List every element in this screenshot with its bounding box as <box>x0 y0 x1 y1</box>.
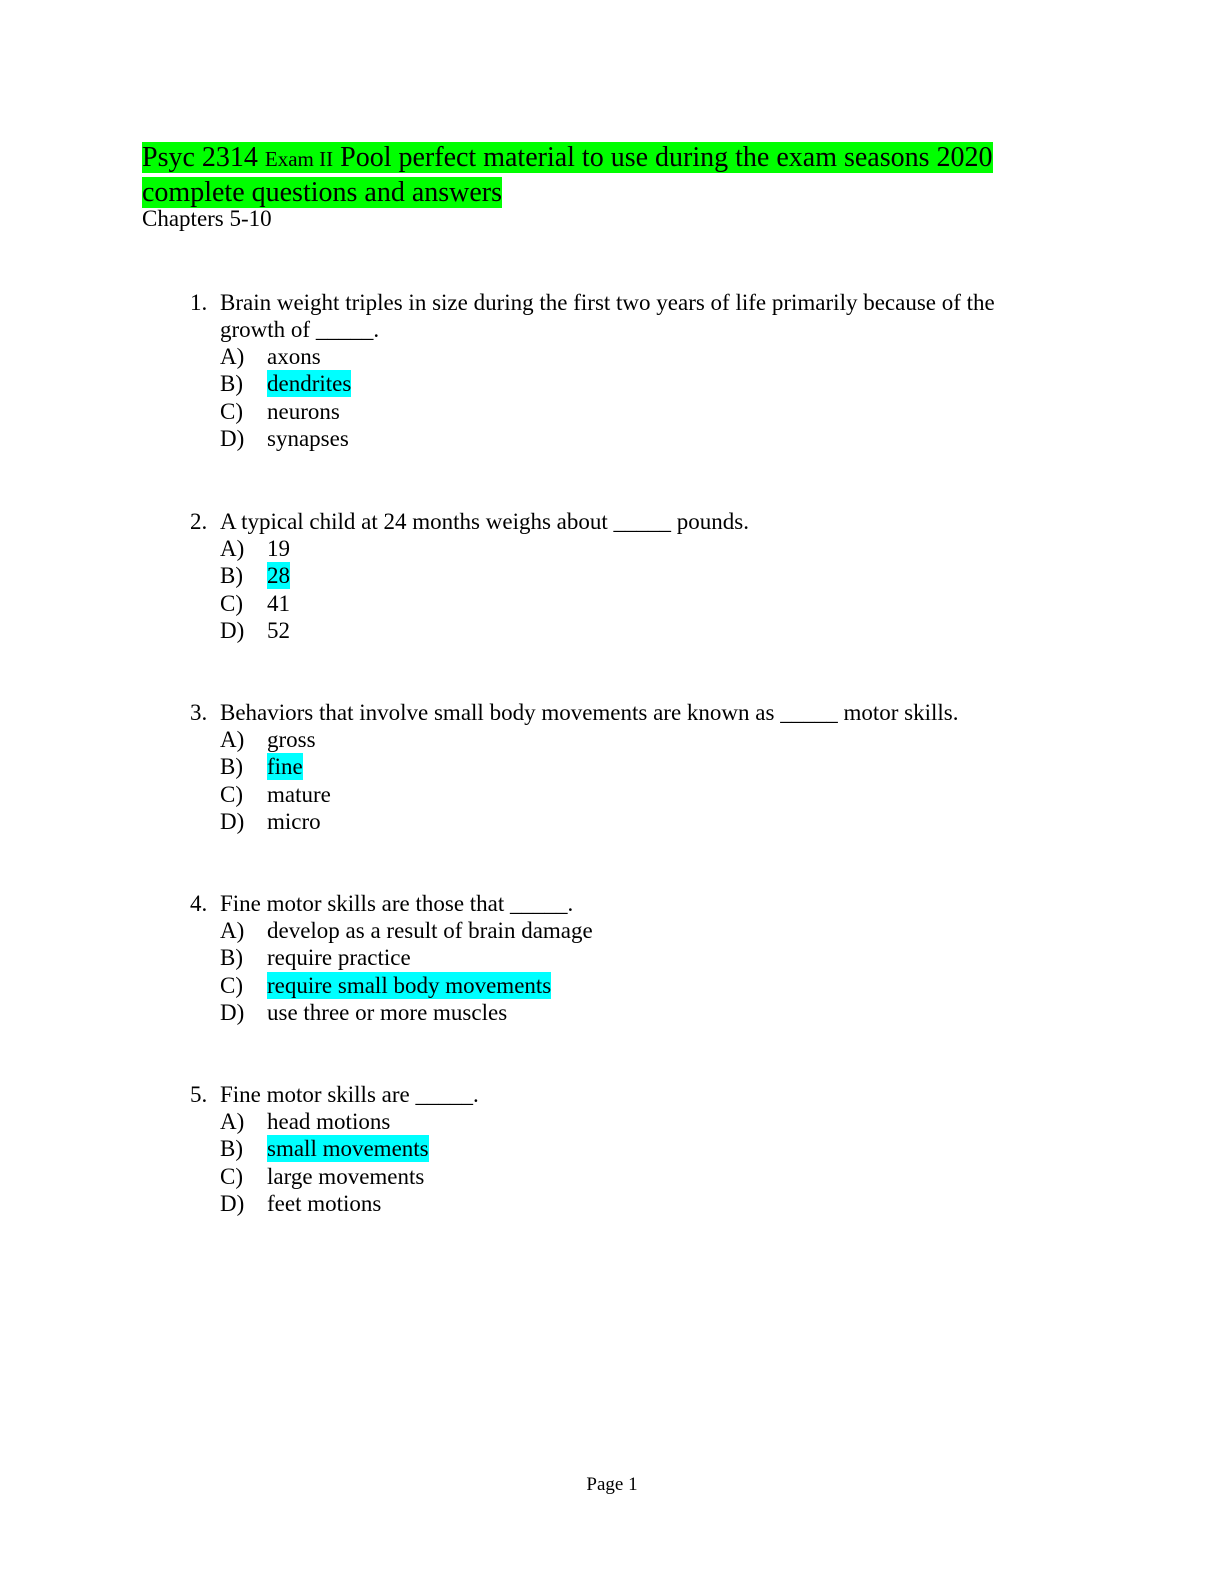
option-letter: A) <box>220 536 245 561</box>
option-letter: D) <box>220 425 245 451</box>
option-a: A) 19 <box>220 535 1030 562</box>
question-stem-line-1: A typical child at 24 months weighs abou… <box>220 509 749 534</box>
option-letter: A) <box>220 1109 245 1134</box>
option-b: B) fine <box>220 753 1030 781</box>
option-letter: C) <box>220 1163 243 1189</box>
option-a: A) axons <box>220 343 1030 370</box>
options-list: A) gross B) fine C) mature D) micro <box>190 726 1030 835</box>
chapters-subtitle: Chapters 5-10 <box>142 206 272 231</box>
option-b: B) 28 <box>220 562 1030 590</box>
page-footer: Page 1 <box>586 1474 638 1495</box>
correct-answer-highlight: small movements <box>267 1135 429 1163</box>
option-c: C) neurons <box>220 398 1030 425</box>
option-c: C) 41 <box>220 590 1030 617</box>
question-number: 2. <box>190 509 208 534</box>
option-text: 41 <box>267 590 290 616</box>
option-letter: D) <box>220 617 245 643</box>
question-3: 3. Behaviors that involve small body mov… <box>190 699 1030 835</box>
question-stem: 5. Fine motor skills are _____. <box>190 1081 1030 1108</box>
option-b: B) small movements <box>220 1135 1030 1163</box>
option-c: C) large movements <box>220 1163 1030 1190</box>
option-letter: A) <box>220 918 245 943</box>
question-stem-line-2: growth of _____. <box>220 317 380 342</box>
option-text: mature <box>267 781 331 807</box>
title-small: Exam II <box>264 147 334 171</box>
title-part2: Pool perfect material to use during the … <box>333 142 993 173</box>
options-list: A) 19 B) 28 C) 41 D) 52 <box>190 535 1030 644</box>
option-letter: B) <box>220 563 243 589</box>
options-list: A) axons B) dendrites C) neurons D) synapses <box>190 343 1030 452</box>
option-text: 19 <box>267 536 290 561</box>
question-stem: 4. Fine motor skills are those that ____… <box>190 890 1030 917</box>
question-stem-line-1: Fine motor skills are those that _____. <box>220 891 574 916</box>
question-stem: 1. Brain weight triples in size during t… <box>190 289 1030 343</box>
question-stem: 2. A typical child at 24 months weighs a… <box>190 508 1030 535</box>
question-number: 1. <box>190 290 208 315</box>
option-letter: C) <box>220 398 243 424</box>
title-part1: Psyc 2314 <box>142 142 265 173</box>
question-stem-line-1: Fine motor skills are _____. <box>220 1082 479 1107</box>
option-text: require practice <box>267 945 411 971</box>
option-a: A) develop as a result of brain damage <box>220 917 1030 944</box>
question-stem-line-1: Brain weight triples in size during the … <box>220 290 995 315</box>
option-c: C) require small body movements <box>220 971 1030 999</box>
title-line-1: Psyc 2314 Exam II Pool perfect material … <box>142 142 993 173</box>
option-letter: A) <box>220 727 245 752</box>
option-d: D) use three or more muscles <box>220 999 1030 1026</box>
option-letter: D) <box>220 999 245 1025</box>
option-text: develop as a result of brain damage <box>267 918 593 943</box>
option-text: large movements <box>267 1163 425 1189</box>
correct-answer-highlight: dendrites <box>267 370 352 398</box>
option-letter: B) <box>220 945 243 971</box>
option-a: A) head motions <box>220 1108 1030 1135</box>
title-line-2: complete questions and answers <box>142 177 503 208</box>
question-5: 5. Fine motor skills are _____. A) head m… <box>190 1081 1030 1217</box>
option-a: A) gross <box>220 726 1030 753</box>
option-d: D) feet motions <box>220 1190 1030 1217</box>
option-text: axons <box>267 344 321 369</box>
question-1: 1. Brain weight triples in size during t… <box>190 289 1030 452</box>
question-4: 4. Fine motor skills are those that ____… <box>190 890 1030 1026</box>
options-list: A) develop as a result of brain damage B)… <box>190 917 1030 1026</box>
option-text: micro <box>267 808 321 834</box>
option-text: feet motions <box>267 1190 382 1216</box>
correct-answer-highlight: 28 <box>267 562 290 590</box>
option-letter: B) <box>220 1136 243 1162</box>
option-letter: D) <box>220 808 245 834</box>
option-letter: C) <box>220 781 243 807</box>
option-letter: D) <box>220 1190 245 1216</box>
correct-answer-highlight: fine <box>267 753 303 781</box>
question-number: 3. <box>190 700 208 725</box>
option-d: D) 52 <box>220 617 1030 644</box>
option-b: B) dendrites <box>220 370 1030 398</box>
question-2: 2. A typical child at 24 months weighs a… <box>190 508 1030 644</box>
option-c: C) mature <box>220 781 1030 808</box>
question-number: 4. <box>190 891 208 916</box>
correct-answer-highlight: require small body movements <box>267 971 552 999</box>
option-letter: C) <box>220 972 243 998</box>
option-letter: B) <box>220 371 243 397</box>
question-number: 5. <box>190 1082 208 1107</box>
option-letter: C) <box>220 590 243 616</box>
document-title: Psyc 2314 Exam II Pool perfect material … <box>142 141 1042 209</box>
option-text: head motions <box>267 1109 391 1134</box>
option-text: 52 <box>267 617 290 643</box>
option-text: neurons <box>267 398 340 424</box>
option-d: D) synapses <box>220 425 1030 452</box>
option-b: B) require practice <box>220 944 1030 971</box>
option-text: use three or more muscles <box>267 999 508 1025</box>
options-list: A) head motions B) small movements C) large… <box>190 1108 1030 1217</box>
question-stem-line-1: Behaviors that involve small body moveme… <box>220 700 959 725</box>
option-text: gross <box>267 727 316 752</box>
option-letter: A) <box>220 344 245 369</box>
option-letter: B) <box>220 754 243 780</box>
question-stem: 3. Behaviors that involve small body mov… <box>190 699 1030 726</box>
option-text: synapses <box>267 425 349 451</box>
option-d: D) micro <box>220 808 1030 835</box>
